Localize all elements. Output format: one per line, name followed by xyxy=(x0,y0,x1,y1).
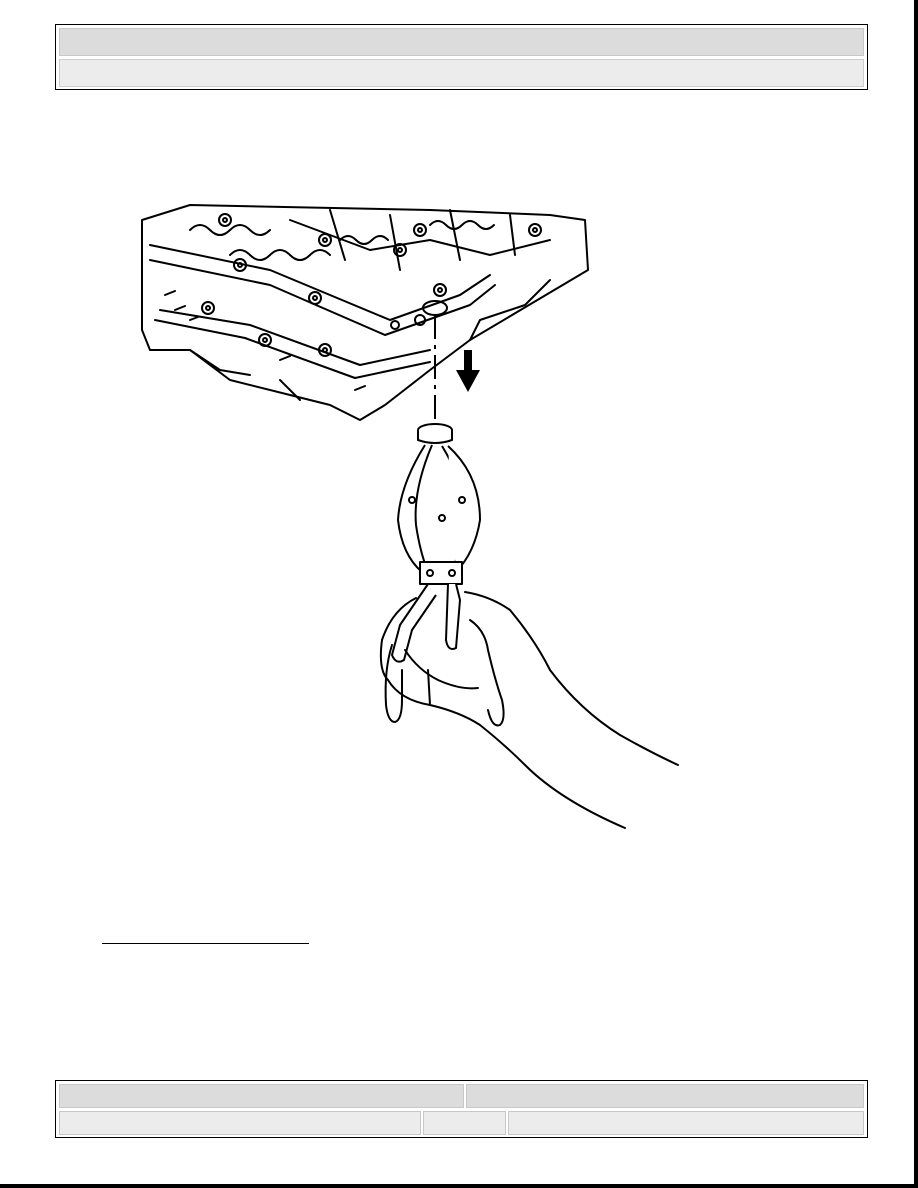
header-subtitle xyxy=(59,59,864,87)
pliers-tool xyxy=(391,423,481,663)
footer-bottom-left xyxy=(59,1111,421,1135)
footer-bottom-right xyxy=(508,1111,864,1135)
hand xyxy=(379,591,679,829)
footer-bottom-middle xyxy=(423,1111,506,1135)
arrow-down-icon xyxy=(456,350,480,392)
page-header xyxy=(55,24,868,90)
footer-top-left xyxy=(59,1084,464,1108)
section-link[interactable] xyxy=(102,923,309,944)
footer-top-right xyxy=(466,1084,864,1108)
header-title xyxy=(59,28,864,56)
page-footer xyxy=(55,1080,868,1138)
service-illustration xyxy=(141,204,679,829)
valve-body-outline xyxy=(141,204,589,421)
